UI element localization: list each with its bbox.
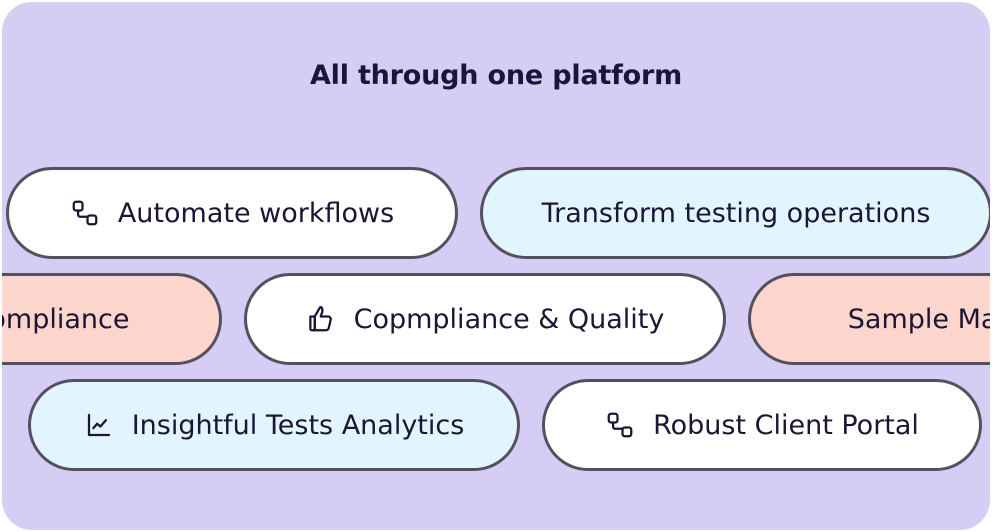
pill-robust-client-portal[interactable]: Robust Client Portal — [542, 379, 982, 471]
feature-row-2: compliance Copmpliance & Quality Sample … — [2, 266, 990, 372]
pill-automate-workflows[interactable]: Automate workflows — [6, 167, 458, 259]
pill-label: Insightful Tests Analytics — [131, 409, 465, 441]
pill-sample-management[interactable]: Sample Manag — [748, 273, 990, 365]
pill-insightful-tests-analytics[interactable]: Insightful Tests Analytics — [28, 379, 520, 471]
pill-label: Copmpliance & Quality — [353, 303, 665, 335]
pill-label: Automate workflows — [117, 197, 395, 229]
pill-label: Sample Manag — [847, 303, 990, 335]
pill-label: Robust Client Portal — [653, 409, 919, 441]
thumbs-up-icon — [306, 304, 336, 334]
workflow-nodes-icon — [70, 198, 100, 228]
feature-pill-rows: Automate workflows Transform testing ope… — [2, 160, 990, 478]
feature-row-3: Insightful Tests Analytics Robust Client… — [2, 372, 990, 478]
line-chart-icon — [84, 410, 114, 440]
pill-compliance-and-quality[interactable]: Copmpliance & Quality — [244, 273, 726, 365]
page-title: All through one platform — [309, 60, 683, 91]
pill-label: Transform testing operations — [541, 197, 931, 229]
pill-transform-testing-operations[interactable]: Transform testing operations — [480, 167, 990, 259]
feature-row-1: Automate workflows Transform testing ope… — [2, 160, 990, 266]
workflow-nodes-icon — [605, 410, 635, 440]
pill-label: compliance — [2, 303, 130, 335]
pill-compliance[interactable]: compliance — [2, 273, 222, 365]
